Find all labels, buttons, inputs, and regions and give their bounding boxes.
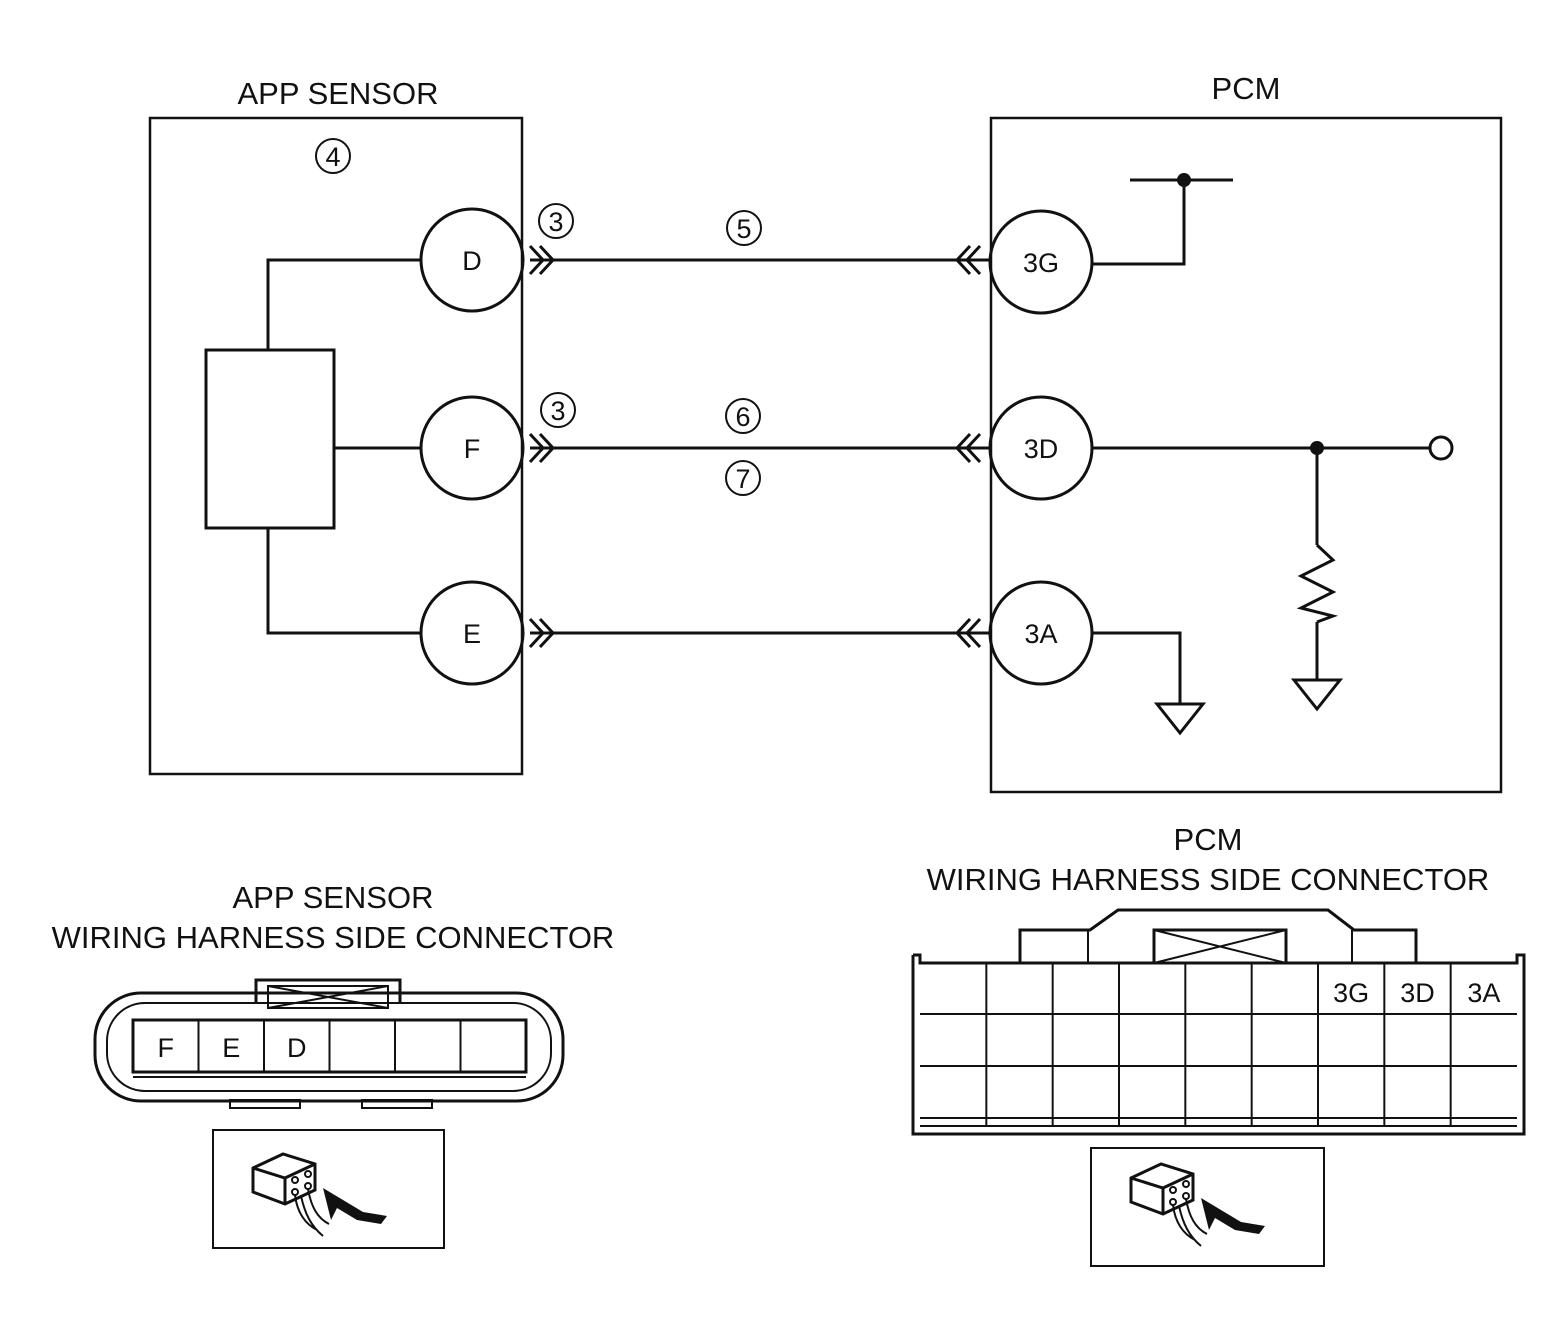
wire-ref-d-number: 3: [548, 207, 563, 237]
resistor-icon: [1296, 543, 1339, 624]
pin-3d-label: 3D: [1024, 434, 1059, 464]
app-connector-housing-inner: [106, 1002, 552, 1092]
pin-3g-label: 3G: [1023, 248, 1059, 278]
app-connector-latch-window: [267, 985, 389, 1009]
connector-mark-app-d-2: [538, 244, 556, 276]
sensor-wire-d: [266, 258, 420, 350]
sensor-element: [204, 348, 336, 530]
pin-3a-label: 3A: [1024, 619, 1057, 649]
pcm-connector-cell-label: 3D: [1400, 978, 1435, 1008]
connector-mark-app-d-1: [528, 244, 546, 276]
connector-mark-app-f-2: [538, 432, 556, 464]
connector-mark-app-e-2: [538, 617, 556, 649]
pcm-connector-title-line1: PCM: [1174, 822, 1243, 857]
wire-label-f-bottom: 7: [725, 460, 761, 496]
pin-3d: 3D: [988, 395, 1094, 501]
app-connector-housing-outer: [93, 991, 565, 1103]
wire-label-f-top-number: 6: [735, 402, 750, 432]
app-connector-view-icon-frame: [212, 1129, 445, 1249]
app-connector-latch-cross-2: [267, 985, 389, 1009]
pcm-connector-view: PCM WIRING HARNESS SIDE CONNECTOR 3G 3D 3A: [911, 822, 1526, 1267]
pcm-title: PCM: [1212, 71, 1281, 106]
app-connector-view: APP SENSOR WIRING HARNESS SIDE CONNECTOR…: [52, 880, 615, 1249]
pin-d: D: [419, 207, 525, 313]
ground-symbol-icon: [1153, 702, 1207, 736]
app-sensor-block: APP SENSOR 4 D F E: [148, 76, 525, 776]
harness-wires: 3 5 3 6 7: [528, 203, 990, 649]
app-sensor-title: APP SENSOR: [237, 76, 438, 111]
app-connector-cell-label: D: [287, 1033, 307, 1063]
pin-3a: 3A: [988, 580, 1094, 686]
pcm-connector-cell-label: 3A: [1467, 978, 1500, 1008]
pcm-connector-latch-cross-2: [1153, 929, 1287, 964]
pcm-connector-body: [911, 953, 1526, 1136]
pcm-block: PCM 3G 3D 3A: [988, 71, 1503, 794]
pcm-ground-wire: [1092, 631, 1182, 704]
app-connector-cell-label: E: [222, 1033, 240, 1063]
connector-mark-app-e-1: [528, 617, 546, 649]
connector-mark-pcm-3g-2: [964, 244, 982, 276]
pin-f: F: [419, 395, 525, 501]
app-connector-tab-right: [361, 1099, 433, 1109]
pin-e-label: E: [463, 619, 481, 649]
app-connector-title-line2: WIRING HARNESS SIDE CONNECTOR: [52, 920, 615, 955]
pcm-connector-cell-label: 3G: [1333, 978, 1369, 1008]
pin-e: E: [419, 580, 525, 686]
connector-view-icon: [251, 1152, 387, 1237]
connector-view-icon: [1129, 1162, 1265, 1247]
connector-mark-pcm-3a-1: [954, 617, 972, 649]
pcm-connector-hood: [1018, 908, 1418, 963]
app-sensor-ref-number: 4: [325, 142, 340, 172]
wire-label-f-bottom-number: 7: [735, 464, 750, 494]
app-connector-tab-left: [229, 1099, 301, 1109]
wire-label-d: 5: [726, 210, 762, 246]
sensor-wire-e: [266, 528, 420, 635]
wire-ref-d: 3: [538, 203, 574, 239]
wire-ref-f-number: 3: [550, 396, 565, 426]
app-sensor-ref-badge: 4: [315, 138, 351, 174]
app-connector-title-line1: APP SENSOR: [232, 880, 433, 915]
wire-ref-f: 3: [540, 392, 576, 428]
app-connector-cell-label: F: [158, 1033, 175, 1063]
pcm-connector-view-icon-frame: [1090, 1147, 1325, 1267]
pin-f-label: F: [464, 434, 481, 464]
connector-mark-app-f-1: [528, 432, 546, 464]
pcm-supply-wire: [1092, 180, 1186, 266]
connector-mark-pcm-3d-1: [954, 432, 972, 464]
wire-label-f-top: 6: [725, 398, 761, 434]
connector-mark-pcm-3g-1: [954, 244, 972, 276]
connector-mark-pcm-3d-2: [964, 432, 982, 464]
ground-symbol-icon: [1290, 678, 1344, 712]
pcm-connector-title-line2: WIRING HARNESS SIDE CONNECTOR: [927, 862, 1490, 897]
pcm-connector-grid: 3G 3D 3A: [920, 963, 1517, 1126]
app-connector-latch: [254, 978, 402, 1003]
terminal-circle-icon: [1428, 435, 1454, 461]
wire-label-d-number: 5: [736, 214, 751, 244]
pin-3g: 3G: [988, 209, 1094, 315]
supply-junction-dot: [1177, 173, 1191, 187]
connector-mark-pcm-3a-2: [964, 617, 982, 649]
pin-d-label: D: [462, 246, 482, 276]
